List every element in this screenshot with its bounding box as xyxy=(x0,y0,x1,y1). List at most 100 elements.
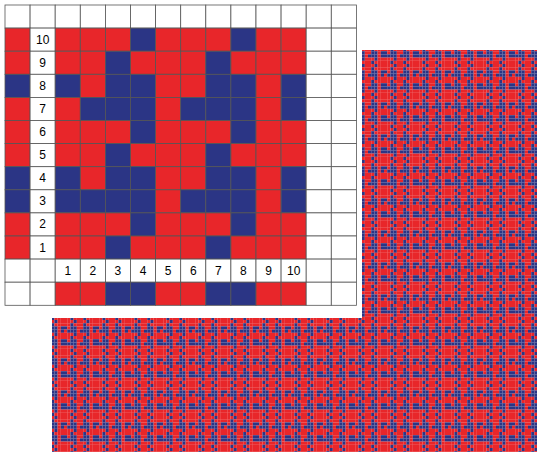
grid-cell xyxy=(181,236,206,259)
grid-cell xyxy=(30,97,55,120)
grid-cell xyxy=(55,28,80,51)
grid-cell xyxy=(256,97,281,120)
grid-cell xyxy=(181,5,206,28)
grid-cell xyxy=(206,28,231,51)
grid-cell xyxy=(5,51,30,74)
grid-cell xyxy=(181,144,206,167)
grid-cell xyxy=(281,144,306,167)
grid-number: 1 xyxy=(30,236,55,259)
grid-cell xyxy=(5,97,30,120)
grid-cell xyxy=(256,51,281,74)
grid-number: 8 xyxy=(231,259,256,282)
grid-number: 10 xyxy=(281,259,306,282)
grid-number: 9 xyxy=(256,259,281,282)
grid-cell xyxy=(5,236,30,259)
grid-cell xyxy=(256,144,281,167)
grid-cell xyxy=(231,144,256,167)
grid-cell xyxy=(105,259,130,282)
grid-number: 2 xyxy=(30,213,55,236)
grid-number: 3 xyxy=(30,190,55,213)
grid-cell xyxy=(80,121,105,144)
grid-cell xyxy=(105,121,130,144)
grid-cell xyxy=(30,121,55,144)
grid-cell xyxy=(331,144,356,167)
grid-cell xyxy=(331,97,356,120)
grid-cell xyxy=(231,236,256,259)
grid-cell xyxy=(156,190,181,213)
grid-cell xyxy=(105,28,130,51)
grid-cell xyxy=(306,282,331,305)
grid-number: 3 xyxy=(105,259,130,282)
grid-cell xyxy=(206,5,231,28)
grid-cell xyxy=(156,74,181,97)
grid-cell xyxy=(156,236,181,259)
grid-cell xyxy=(331,5,356,28)
grid-cell xyxy=(306,190,331,213)
grid-cell xyxy=(281,236,306,259)
grid-cell xyxy=(80,74,105,97)
grid-number: 8 xyxy=(30,74,55,97)
grid-cell xyxy=(156,144,181,167)
grid-cell xyxy=(131,74,156,97)
grid-cell xyxy=(80,282,105,305)
grid-cell xyxy=(181,282,206,305)
grid-cell xyxy=(206,51,231,74)
grid-cell xyxy=(80,51,105,74)
grid-cell xyxy=(181,190,206,213)
grid-cell xyxy=(231,259,256,282)
grid-cell xyxy=(55,74,80,97)
grid-cell xyxy=(206,259,231,282)
grid-cell xyxy=(156,51,181,74)
grid-cell xyxy=(331,167,356,190)
grid-cell xyxy=(306,51,331,74)
grid-cell xyxy=(131,97,156,120)
grid-cell xyxy=(55,121,80,144)
grid-cell xyxy=(206,236,231,259)
grid-cell xyxy=(331,121,356,144)
grid-cell xyxy=(105,236,130,259)
grid-cell xyxy=(131,236,156,259)
grid-cell xyxy=(30,5,55,28)
grid-cell xyxy=(80,259,105,282)
grid-cell xyxy=(281,190,306,213)
grid-cell xyxy=(281,74,306,97)
grid-cell xyxy=(281,213,306,236)
grid-cell xyxy=(105,190,130,213)
grid-cell xyxy=(55,97,80,120)
grid-cell xyxy=(105,282,130,305)
grid-number: 7 xyxy=(30,97,55,120)
grid-cell xyxy=(131,5,156,28)
grid-number: 5 xyxy=(156,259,181,282)
grid-cell xyxy=(331,259,356,282)
grid-cell xyxy=(231,167,256,190)
grid-cell xyxy=(256,282,281,305)
grid-cell xyxy=(231,213,256,236)
grid-cell xyxy=(5,74,30,97)
grid-cell xyxy=(281,5,306,28)
grid-cell xyxy=(55,259,80,282)
grid-cell xyxy=(306,167,331,190)
grid-cell xyxy=(331,51,356,74)
grid-cell xyxy=(256,74,281,97)
grid-cell xyxy=(306,259,331,282)
grid-cell xyxy=(256,190,281,213)
grid-cell xyxy=(105,97,130,120)
grid-cell xyxy=(306,74,331,97)
grid-number: 4 xyxy=(131,259,156,282)
grid-cell xyxy=(131,213,156,236)
grid-cell xyxy=(156,28,181,51)
grid-cell xyxy=(80,5,105,28)
grid-cell xyxy=(331,190,356,213)
grid-cell xyxy=(281,51,306,74)
grid-cell xyxy=(131,28,156,51)
grid-cell xyxy=(181,259,206,282)
grid-cell xyxy=(30,213,55,236)
grid-cell xyxy=(30,144,55,167)
grid-cell xyxy=(156,282,181,305)
grid-cell xyxy=(55,167,80,190)
grid-cell xyxy=(131,121,156,144)
grid-cell xyxy=(256,259,281,282)
grid-number: 1 xyxy=(55,259,80,282)
grid-cell xyxy=(55,282,80,305)
